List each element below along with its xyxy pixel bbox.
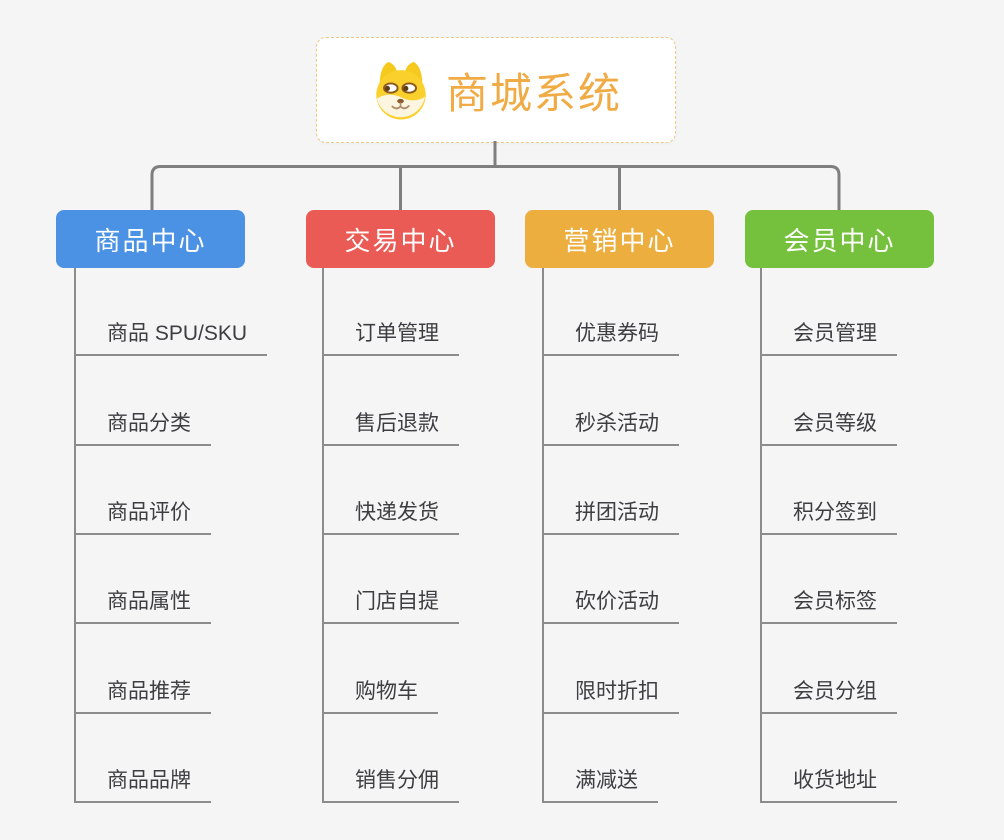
root-label: 商城系统 [445,69,622,117]
leaf-node-product-center-3[interactable]: 商品属性 [74,584,211,624]
leaf-node-trade-center-4[interactable]: 购物车 [322,674,438,714]
leaf-node-marketing-center-0[interactable]: 优惠券码 [542,316,679,356]
leaf-node-member-center-2[interactable]: 积分签到 [760,495,897,535]
branch-trunk-line-marketing-center [542,268,544,803]
branch-trunk-line-member-center [760,268,762,803]
branch-label-product-center: 商品中心 [94,225,207,256]
branch-label-member-center: 会员中心 [783,225,896,256]
leaf-node-marketing-center-5[interactable]: 满减送 [542,763,658,803]
branch-label-marketing-center: 营销中心 [563,225,676,256]
leaf-node-trade-center-5[interactable]: 销售分佣 [322,763,459,803]
leaf-node-marketing-center-1[interactable]: 秒杀活动 [542,406,679,446]
dog-face-icon [376,61,426,120]
branch-node-member-center[interactable]: 会员中心 [745,210,934,268]
leaf-node-trade-center-2[interactable]: 快递发货 [322,495,459,535]
leaf-node-product-center-4[interactable]: 商品推荐 [74,674,211,714]
leaf-node-member-center-1[interactable]: 会员等级 [760,406,897,446]
branch-label-trade-center: 交易中心 [344,225,457,256]
leaf-node-trade-center-1[interactable]: 售后退款 [322,406,459,446]
leaf-node-marketing-center-4[interactable]: 限时折扣 [542,674,679,714]
leaf-node-trade-center-3[interactable]: 门店自提 [322,584,459,624]
root-node[interactable]: 商城系统 [316,37,676,143]
branch-node-product-center[interactable]: 商品中心 [56,210,245,268]
branch-trunk-line-trade-center [322,268,324,803]
leaf-node-marketing-center-3[interactable]: 砍价活动 [542,584,679,624]
leaf-node-marketing-center-2[interactable]: 拼团活动 [542,495,679,535]
leaf-node-trade-center-0[interactable]: 订单管理 [322,316,459,356]
leaf-node-product-center-1[interactable]: 商品分类 [74,406,211,446]
branch-node-marketing-center[interactable]: 营销中心 [525,210,714,268]
branch-node-trade-center[interactable]: 交易中心 [306,210,495,268]
leaf-node-member-center-5[interactable]: 收货地址 [760,763,897,803]
branch-trunk-line-product-center [74,268,76,803]
leaf-node-product-center-0[interactable]: 商品 SPU/SKU [74,316,268,356]
leaf-node-product-center-2[interactable]: 商品评价 [74,495,211,535]
leaf-node-product-center-5[interactable]: 商品品牌 [74,763,211,803]
leaf-node-member-center-4[interactable]: 会员分组 [760,674,897,714]
leaf-node-member-center-3[interactable]: 会员标签 [760,584,897,624]
leaf-node-member-center-0[interactable]: 会员管理 [760,316,897,356]
